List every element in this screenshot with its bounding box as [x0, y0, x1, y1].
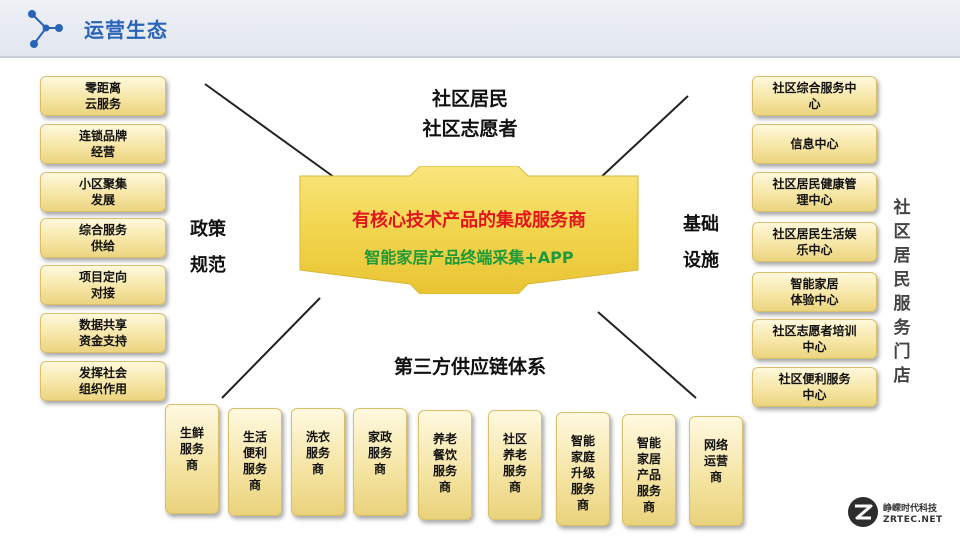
bottom-box-elderly-care: 社区 养老 服务 商	[488, 410, 542, 520]
left-label: 政策 规范	[190, 212, 226, 284]
left-box-social-org: 发挥社会 组织作用	[40, 361, 166, 401]
bottom-box-elderly-catering: 养老 餐饮 服务 商	[418, 410, 472, 520]
right-box-health-center: 社区居民健康管 理中心	[752, 172, 877, 212]
right-label-line2: 设施	[683, 250, 719, 271]
network-nodes-icon	[28, 10, 63, 48]
right-label: 基础 设施	[683, 207, 719, 279]
top-label-line1: 社区居民	[431, 88, 508, 110]
center-hexagon	[299, 166, 639, 294]
brand-logo-icon	[848, 497, 878, 527]
left-box-docking: 项目定向 对接	[40, 265, 166, 305]
brand-name: 峥嵘时代科技	[883, 504, 938, 514]
bottom-box-home-upgrade: 智能 家庭 升级 服务 商	[556, 412, 610, 526]
right-box-leisure-center: 社区居民生活娱 乐中心	[752, 222, 877, 262]
right-box-service-center: 社区综合服务中 心	[752, 76, 877, 116]
left-label-line1: 政策	[190, 219, 226, 240]
header-divider	[0, 56, 960, 58]
right-box-convenience-center: 社区便利服务 中心	[752, 367, 877, 407]
brand-domain: ZRTEC.NET	[883, 515, 943, 525]
center-subtitle: 智能家居产品终端采集+APP	[364, 248, 574, 267]
right-box-experience-center: 智能家居 体验中心	[752, 272, 877, 312]
right-label-line1: 基础	[683, 214, 719, 235]
bottom-box-fresh-food: 生鲜 服务 商	[165, 404, 219, 514]
left-box-cloud-service: 零距离 云服务	[40, 76, 166, 116]
left-box-funding: 数据共享 资金支持	[40, 313, 166, 353]
left-box-cluster: 小区聚集 发展	[40, 172, 166, 212]
left-label-line2: 规范	[190, 255, 226, 276]
bottom-box-network-operator: 网络 运营 商	[689, 416, 743, 526]
bottom-box-housekeeping: 家政 服务 商	[353, 408, 407, 516]
center-title: 有核心技术产品的集成服务商	[352, 210, 586, 231]
bottom-box-convenience: 生活 便利 服务 商	[228, 408, 282, 516]
right-box-info-center: 信息中心	[752, 124, 877, 164]
header-bar	[0, 0, 960, 56]
vertical-store-label: 社区居民服务门店	[893, 198, 911, 386]
bottom-box-smart-home: 智能 家居 产品 服务 商	[622, 414, 676, 526]
top-label-line2: 社区志愿者	[422, 118, 518, 140]
top-label: 社区居民 社区志愿者	[390, 84, 550, 144]
bottom-box-laundry: 洗衣 服务 商	[291, 408, 345, 516]
page-title: 运营生态	[84, 18, 168, 42]
right-box-volunteer-center: 社区志愿者培训 中心	[752, 319, 877, 359]
bottom-label: 第三方供应链体系	[393, 356, 546, 378]
left-box-chain-brand: 连锁品牌 经营	[40, 124, 166, 164]
left-box-supply: 综合服务 供给	[40, 218, 166, 258]
